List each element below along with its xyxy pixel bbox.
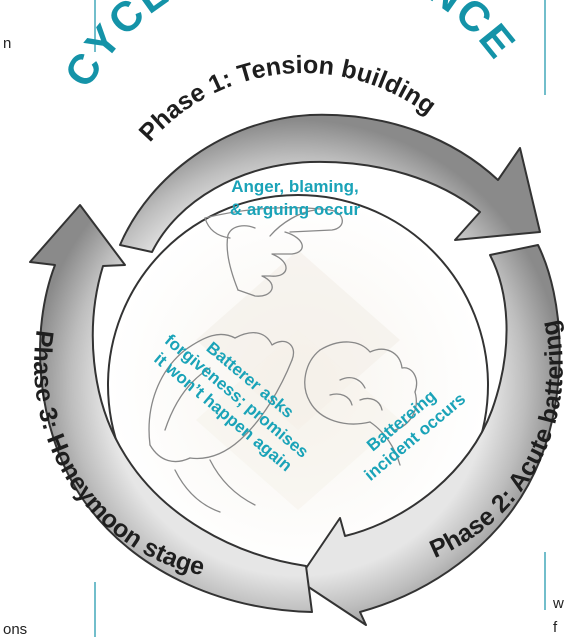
edge-fragment-top-left: n [3, 35, 11, 52]
fist-icon [304, 341, 418, 466]
phase3-arrow [29, 204, 313, 613]
phase1-arrow [119, 113, 541, 253]
phase2-arrow [297, 244, 561, 626]
edge-fragment-bottom-right-2: f [553, 619, 558, 636]
center-diamond-bg-2 [196, 330, 400, 510]
edge-fragment-bottom-right-1: w [552, 595, 564, 612]
edge-fragment-bottom-left: ons [3, 621, 27, 637]
pleading-hands-icon [148, 332, 295, 513]
phase1-description-line1: Anger, blaming, [231, 177, 359, 196]
pointing-hand-icon [204, 206, 343, 297]
diagram-title: CYCLE OF VIOLENCE [55, 0, 526, 95]
phase1-description-line2: & arguing occur [230, 200, 361, 219]
